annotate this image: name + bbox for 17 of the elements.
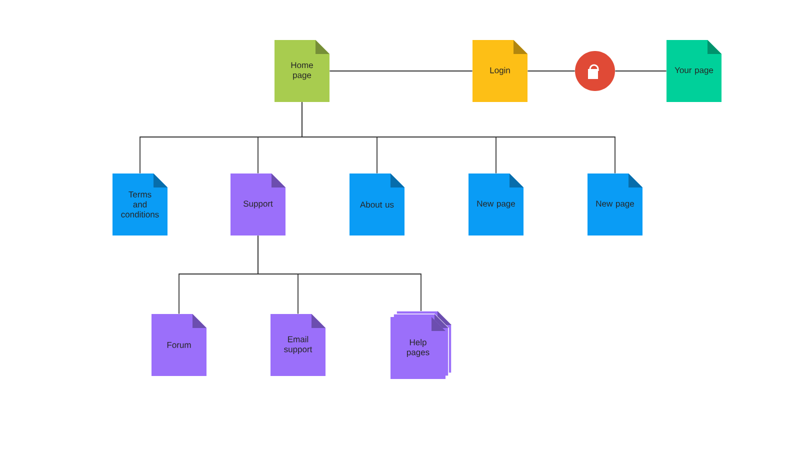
- connector-line: [614, 70, 667, 72]
- page-box: Email support: [270, 314, 326, 376]
- page-box: Login: [472, 40, 528, 102]
- page-box: Support: [230, 174, 286, 236]
- page-box: Home page: [274, 40, 330, 102]
- connector-line: [527, 70, 576, 72]
- page-box: New page: [588, 174, 642, 236]
- page-box: Forum: [152, 314, 206, 376]
- page-box: Your page: [666, 40, 722, 102]
- page-box: New page: [468, 174, 524, 236]
- page-box: About us: [350, 174, 404, 236]
- connector-line: [258, 235, 422, 312]
- connector-line: [329, 70, 473, 72]
- connector-line: [302, 102, 616, 174]
- page-box: Terms and conditions: [112, 174, 168, 236]
- stacked-pages-box: Help pages: [390, 310, 452, 379]
- lock-circle: [575, 51, 615, 91]
